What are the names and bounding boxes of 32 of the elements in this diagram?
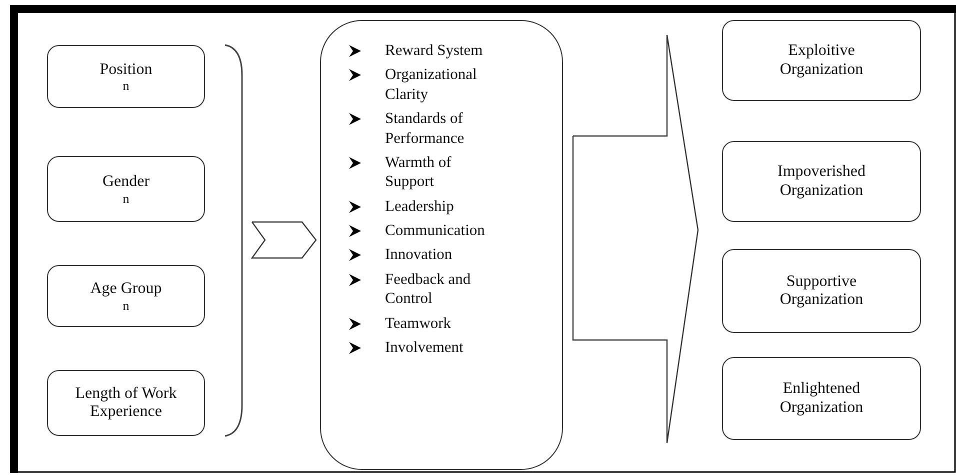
rounded-box: [47, 156, 205, 222]
box-label: Enlightened Organization: [778, 380, 864, 417]
list-item-text: Reward System: [385, 41, 484, 60]
box-label: Position: [100, 60, 152, 80]
rounded-box: [722, 20, 921, 101]
list-item-text: Feedback and Control: [385, 270, 472, 308]
box-label: Impoverished Organization: [776, 163, 866, 200]
block-arrow: [572, 34, 699, 444]
label-fragment: n: [122, 192, 130, 205]
rounded-box: [47, 370, 205, 436]
box-label: Exploitive Organization: [778, 42, 864, 79]
rounded-box: [722, 249, 921, 333]
list-item-text: Warmth of Support: [385, 152, 452, 192]
box-label: Age Group: [90, 280, 162, 299]
list-item-text: Communication: [385, 221, 486, 240]
rounded-box: [722, 357, 921, 440]
rounded-box: [722, 141, 921, 222]
list-item-text: Involvement: [385, 338, 464, 358]
list-item-text: Innovation: [385, 245, 454, 265]
label-fragment: n: [122, 298, 130, 312]
box-label: Supportive Organization: [778, 272, 864, 310]
box-label: Gender: [102, 173, 150, 192]
chevron-arrow: [250, 221, 317, 259]
list-item-text: Organizational Clarity: [385, 65, 478, 104]
label-fragment: n: [122, 79, 130, 92]
list-item-text: Teamwork: [385, 314, 452, 333]
list-item-text: Standards of Performance: [385, 109, 466, 148]
factor-list-box: [320, 20, 563, 470]
rounded-box: [47, 265, 205, 327]
box-label: Length of Work Experience: [74, 384, 178, 422]
rounded-box: [47, 45, 205, 108]
list-item-text: Leadership: [385, 196, 455, 216]
